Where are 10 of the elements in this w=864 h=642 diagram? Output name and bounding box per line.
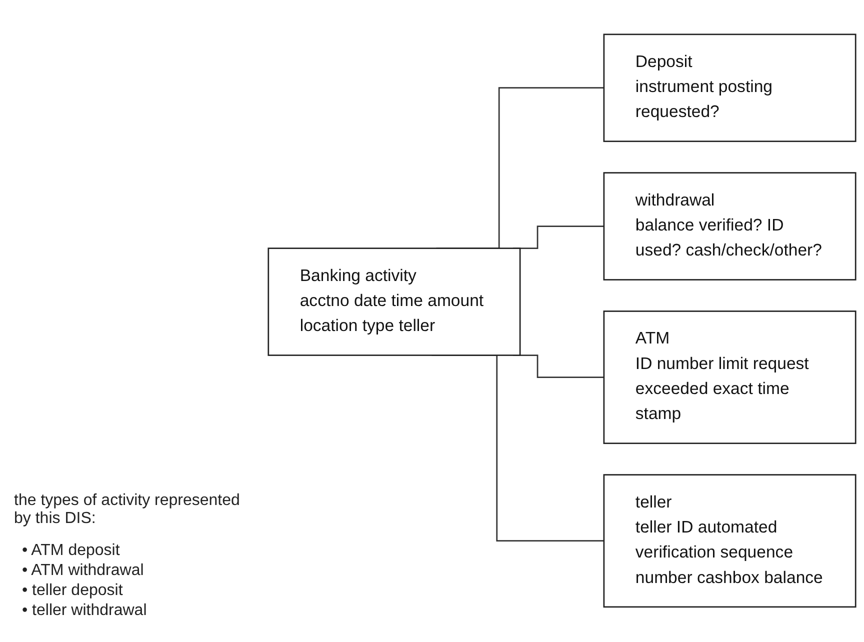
node-box: withdrawal balance verified? ID used? cash/check/other?	[603, 172, 856, 281]
list-item: • ATM deposit	[22, 542, 121, 560]
node-box: Banking activity acctno date time amount location type teller	[268, 248, 521, 356]
list-item: • ATM withdrawal	[22, 562, 145, 580]
list-item: • teller withdrawal	[22, 602, 148, 620]
node-box: Deposit instrument posting requested?	[603, 34, 856, 142]
list-item: • teller deposit	[22, 582, 124, 600]
node-box: teller teller ID automated verification sequence number cashbox balance	[603, 474, 856, 608]
note-text: the types of activity represented by this DIS:	[14, 492, 241, 528]
node-box: ATM ID number limit request exceeded exact time stamp	[603, 310, 856, 444]
